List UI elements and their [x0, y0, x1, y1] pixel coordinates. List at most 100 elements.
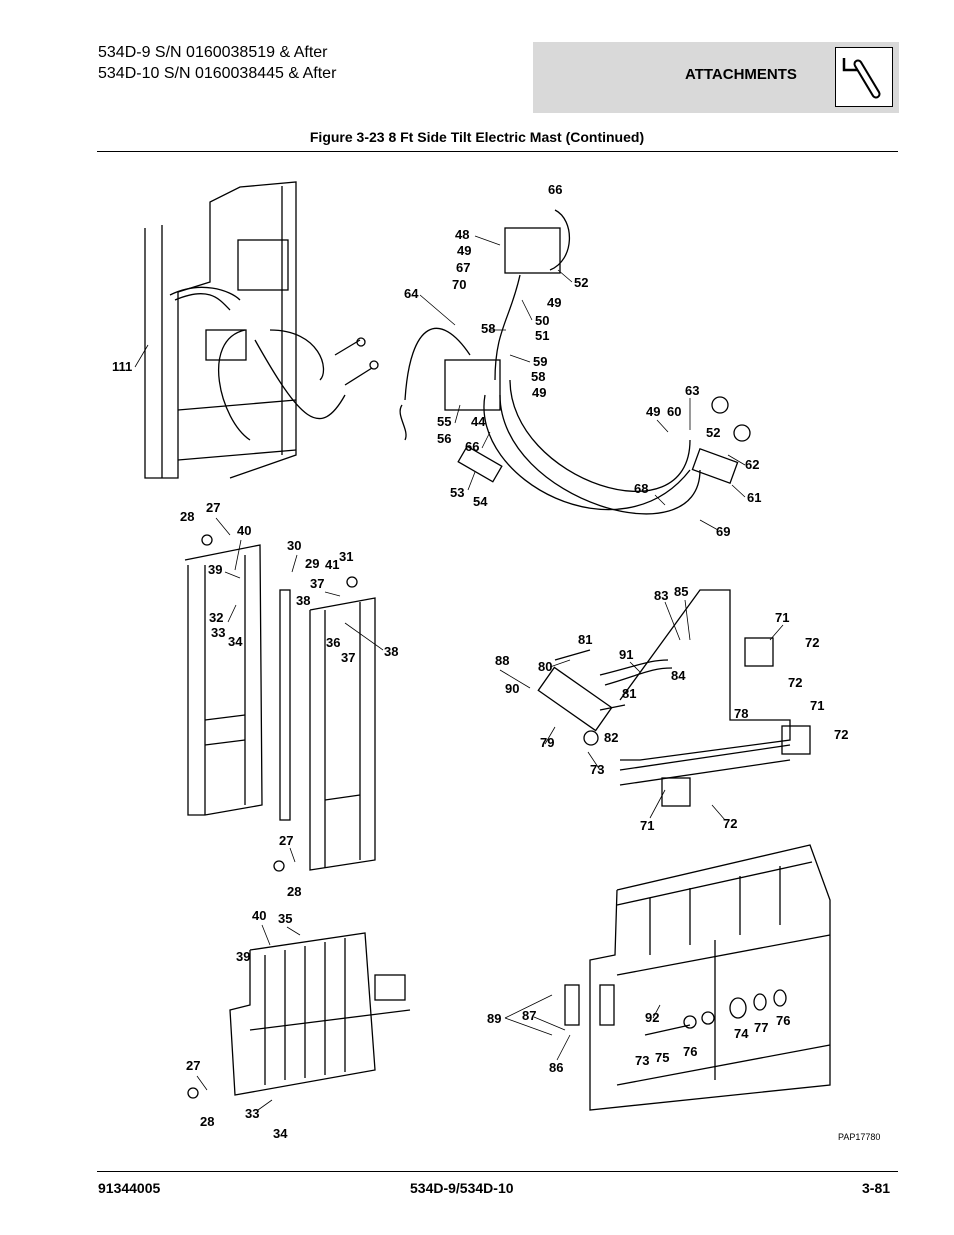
callout: 37: [341, 650, 355, 665]
callout: 29: [305, 556, 319, 571]
callout: 83: [654, 588, 668, 603]
callout: 61: [747, 490, 761, 505]
callout: 59: [533, 354, 547, 369]
callout: 60: [667, 404, 681, 419]
lower-right-carriage-drawing: [564, 844, 831, 1111]
callout: 87: [522, 1008, 536, 1023]
callout: 92: [645, 1010, 659, 1025]
callout: 74: [734, 1026, 749, 1041]
footer-divider: [97, 1171, 898, 1172]
mast-assembly-drawing: [144, 181, 379, 479]
callout: 40: [237, 523, 251, 538]
callout: 72: [805, 635, 819, 650]
callout: 89: [487, 1011, 501, 1026]
callout: 28: [180, 509, 194, 524]
callout: 86: [549, 1060, 563, 1075]
callout: 36: [326, 635, 340, 650]
callout: 31: [339, 549, 353, 564]
callout-labels: 111 66 48 49 67 70 64 52 49 50 51 58 59 …: [112, 182, 848, 1141]
footer-model: 534D-9/534D-10: [410, 1180, 514, 1196]
callout: 77: [754, 1020, 768, 1035]
lower-carriage-drawing: [187, 932, 411, 1099]
callout: 28: [200, 1114, 214, 1129]
callout: 73: [590, 762, 604, 777]
callout: 81: [622, 686, 636, 701]
attachment-tool-icon: [835, 47, 893, 107]
callout: 41: [325, 557, 339, 572]
callout: 91: [619, 647, 633, 662]
callout: 49: [532, 385, 546, 400]
callout: 56: [437, 431, 451, 446]
callout: 40: [252, 908, 266, 923]
callout: 34: [273, 1126, 288, 1141]
callout: 52: [574, 275, 588, 290]
part-number: 91344005: [98, 1180, 161, 1196]
callout: 32: [209, 610, 223, 625]
callout: 48: [455, 227, 469, 242]
callout: 84: [671, 668, 686, 683]
callout: 33: [211, 625, 225, 640]
callout: 66: [548, 182, 562, 197]
callout: 62: [745, 457, 759, 472]
callout: 39: [236, 949, 250, 964]
callout: 71: [775, 610, 789, 625]
callout: 81: [578, 632, 592, 647]
callout: 80: [538, 659, 552, 674]
callout: 73: [635, 1053, 649, 1068]
callout: 66: [465, 439, 479, 454]
callout: 88: [495, 653, 509, 668]
callout: 71: [640, 818, 654, 833]
callout: 58: [531, 369, 545, 384]
tilt-cylinder-drawing: [537, 589, 811, 807]
callout: 75: [655, 1050, 669, 1065]
callout: 28: [287, 884, 301, 899]
page-number: 3-81: [862, 1180, 891, 1196]
callout: 49: [547, 295, 561, 310]
header-divider: [97, 151, 898, 152]
callout: 68: [634, 481, 648, 496]
callout: 76: [683, 1044, 697, 1059]
callout: 54: [473, 494, 488, 509]
callout: 79: [540, 735, 554, 750]
callout: 44: [471, 414, 486, 429]
callout: 72: [788, 675, 802, 690]
callout: 70: [452, 277, 466, 292]
callout: 63: [685, 383, 699, 398]
callout: 38: [384, 644, 398, 659]
callout: 50: [535, 313, 549, 328]
model-line: 534D-9 S/N 0160038519 & After: [98, 44, 328, 61]
callout: 49: [457, 243, 471, 258]
callout: 33: [245, 1106, 259, 1121]
callout: 34: [228, 634, 243, 649]
callout: 39: [208, 562, 222, 577]
callout: 27: [279, 833, 293, 848]
leader-lines: [134, 235, 784, 1111]
figure-code: PAP17780: [838, 1132, 880, 1142]
model-line: 534D-10 S/N 0160038445 & After: [98, 65, 337, 82]
callout: 111: [112, 359, 132, 374]
carriage-drawing: [184, 534, 376, 872]
callout: 49: [646, 404, 660, 419]
callout: 67: [456, 260, 470, 275]
callout: 37: [310, 576, 324, 591]
callout: 85: [674, 584, 688, 599]
callout: 35: [278, 911, 292, 926]
callout: 90: [505, 681, 519, 696]
callout: 51: [535, 328, 549, 343]
callout: 30: [287, 538, 301, 553]
model-serial-info: 534D-9 S/N 0160038519 & After 534D-10 S/…: [98, 42, 336, 84]
section-header: ATTACHMENTS: [533, 42, 899, 113]
callout: 69: [716, 524, 730, 539]
callout: 72: [723, 816, 737, 831]
callout: 82: [604, 730, 618, 745]
valve-hose-drawing: [399, 209, 751, 515]
callout: 76: [776, 1013, 790, 1028]
section-title: ATTACHMENTS: [685, 66, 797, 83]
callout: 52: [706, 425, 720, 440]
callout: 58: [481, 321, 495, 336]
callout: 71: [810, 698, 824, 713]
callout: 38: [296, 593, 310, 608]
figure-title: Figure 3-23 8 Ft Side Tilt Electric Mast…: [309, 129, 645, 145]
callout: 53: [450, 485, 464, 500]
